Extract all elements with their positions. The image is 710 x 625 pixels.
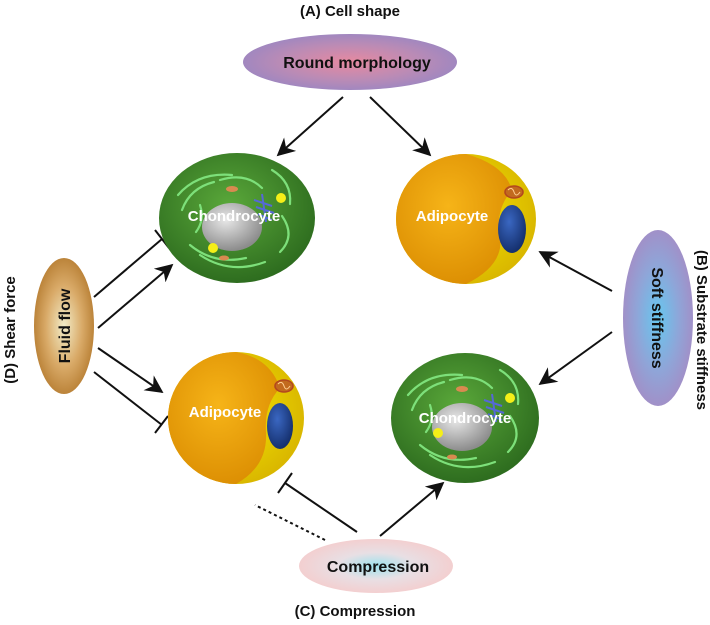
dotted-compression-to-adipocyte (254, 504, 326, 541)
compression-stimulus: Compression (299, 539, 453, 593)
title-compression: (C) Compression (295, 603, 416, 620)
arrow-soft-to-adipocyte (538, 251, 613, 292)
round-morphology-stimulus: Round morphology (243, 34, 457, 90)
arrow-fluid-to-adipocyte (97, 347, 164, 394)
arrow-fluid-to-chondrocyte (97, 263, 174, 329)
connectors (93, 96, 613, 541)
arrow-soft-to-chondrocyte (538, 331, 613, 386)
arrow-round-to-adipocyte (369, 96, 432, 157)
fluid-flow-stimulus: Fluid flow (34, 258, 94, 394)
soft-stiffness-stimulus: Soft stiffness (623, 230, 693, 406)
adipocyte-cell-bottom: Adipocyte (168, 352, 304, 484)
inhibit-bar-compression (277, 472, 293, 494)
arrow-round-to-chondrocyte (276, 96, 344, 157)
soft-stiffness-label: Soft stiffness (648, 267, 665, 368)
chondrocyte-label-bottom: Chondrocyte (419, 410, 512, 427)
compression-label: Compression (327, 559, 429, 576)
inhibit-fluid-to-chondrocyte-upper (93, 238, 163, 298)
inhibit-fluid-to-adipocyte (93, 371, 163, 426)
title-substrate-stiffness: (B) Substrate stiffness (693, 250, 710, 410)
inhibit-compression-to-adipocyte (284, 482, 358, 533)
title-cell-shape: (A) Cell shape (300, 3, 400, 20)
title-shear-force: (D) Shear force (2, 276, 19, 384)
arrow-compression-to-chondrocyte (379, 481, 445, 537)
fluid-flow-label: Fluid flow (57, 288, 74, 363)
inhibit-bar-adipocyte (154, 415, 169, 434)
adipocyte-label-top: Adipocyte (416, 208, 489, 225)
adipocyte-label-bottom: Adipocyte (189, 404, 262, 421)
round-morphology-label: Round morphology (283, 55, 431, 72)
chondrocyte-label-top: Chondrocyte (188, 208, 281, 225)
chondrocyte-cell-top: Chondrocyte (159, 153, 315, 283)
chondrocyte-cell-bottom: Chondrocyte (391, 353, 539, 483)
adipocyte-cell-top: Adipocyte (396, 154, 536, 284)
